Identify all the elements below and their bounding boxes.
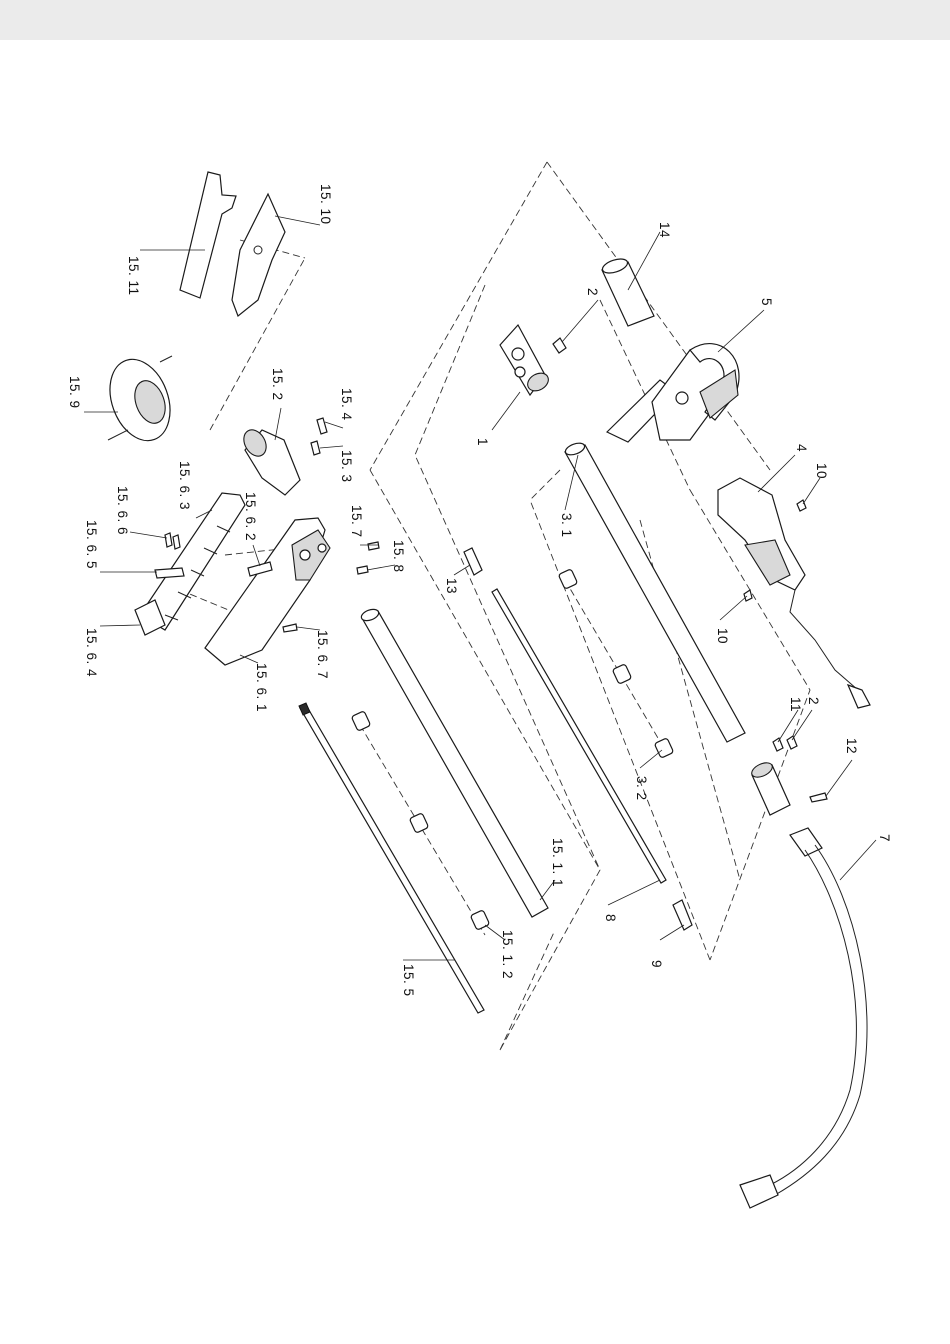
label-10: 10 xyxy=(814,463,829,479)
part-15-11-wrench xyxy=(180,172,236,298)
label-15-6-5: 15. 6. 5 xyxy=(84,520,99,569)
label-10: 10 xyxy=(715,628,730,644)
part-1-coupler xyxy=(500,325,552,395)
label-3-1: 3. 1 xyxy=(559,513,574,538)
part-15-8-screw xyxy=(357,566,368,574)
part-8-drive-shaft xyxy=(492,589,666,883)
label-12: 12 xyxy=(844,738,859,754)
label-13: 13 xyxy=(444,578,459,594)
label-15-1-1: 15. 1. 1 xyxy=(550,838,565,887)
part-12-bolt xyxy=(810,793,827,802)
label-15-4: 15. 4 xyxy=(339,388,354,421)
label-14: 14 xyxy=(657,222,672,238)
label-15-9: 15. 9 xyxy=(67,376,82,409)
part-3-1-tube xyxy=(564,441,745,742)
label-15-1-2: 15. 1. 2 xyxy=(500,930,515,979)
label-2: 2 xyxy=(806,697,821,705)
part-15-3-screw xyxy=(311,441,320,455)
label-9: 9 xyxy=(649,960,664,968)
label-15-6-7: 15. 6. 7 xyxy=(315,630,330,679)
label-15-6-2: 15. 6. 2 xyxy=(243,492,258,541)
part-7-flexible-hose xyxy=(740,828,867,1208)
label-4: 4 xyxy=(794,444,809,452)
leader-lines xyxy=(84,216,876,960)
part-2-screw-upper xyxy=(553,338,566,353)
label-15-6-3: 15. 6. 3 xyxy=(177,461,192,510)
label-2: 2 xyxy=(585,288,600,296)
hose-coupling xyxy=(749,760,790,815)
label-7: 7 xyxy=(877,834,892,842)
label-15-6-1: 15. 6. 1 xyxy=(254,663,269,712)
part-4-trigger-grip xyxy=(718,478,870,708)
part-15-6-7-screw xyxy=(283,624,297,632)
label-11: 11 xyxy=(788,697,803,712)
label-15-6-4: 15. 6. 4 xyxy=(84,628,99,677)
label-15-5: 15. 5 xyxy=(401,964,416,997)
part-15-7-screw xyxy=(368,542,379,550)
part-15-6-1-guard xyxy=(205,518,330,665)
label-15-3: 15. 3 xyxy=(339,450,354,483)
label-15-11: 15. 11 xyxy=(126,256,141,296)
label-8: 8 xyxy=(603,914,618,922)
label-15-6-6: 15. 6. 6 xyxy=(115,486,130,535)
label-3-2: 3. 2 xyxy=(634,776,649,801)
part-15-6-6-screws xyxy=(165,533,180,549)
label-5: 5 xyxy=(759,298,774,306)
part-10-screw-lower xyxy=(744,590,752,601)
part-11-screw xyxy=(773,738,783,751)
label-1: 1 xyxy=(475,438,490,446)
part-15-10-blade xyxy=(232,194,285,316)
part-15-2-gear-head xyxy=(239,426,300,495)
label-15-8: 15. 8 xyxy=(391,540,406,573)
part-15-4-screw xyxy=(317,418,327,434)
part-14-tube xyxy=(601,256,654,326)
label-15-10: 15. 10 xyxy=(318,184,333,225)
part-15-9-trimmer-head xyxy=(99,351,180,449)
label-15-7: 15. 7 xyxy=(349,505,364,538)
part-15-1-1-tube xyxy=(360,607,548,917)
part-15-6-5-washer xyxy=(155,568,184,578)
part-5-handle xyxy=(607,344,739,442)
part-2-screw-lower xyxy=(787,736,797,749)
label-15-2: 15. 2 xyxy=(270,368,285,401)
